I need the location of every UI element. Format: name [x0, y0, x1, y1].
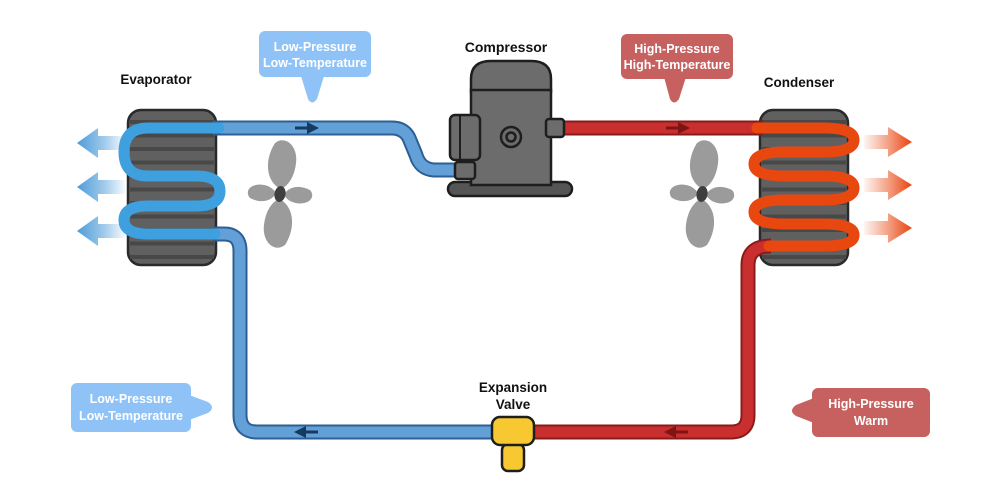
hot-air-arrow-icon — [864, 213, 912, 243]
suction-line-pipe — [213, 120, 464, 178]
hot-air-arrow-icon — [864, 127, 912, 157]
flow-arrow-liquid — [664, 426, 688, 438]
cold-air-arrow-icon — [77, 172, 125, 202]
condenser-coil — [748, 122, 860, 252]
callout-box — [71, 383, 191, 432]
cold-air-arrow-icon — [77, 128, 125, 158]
evaporator-inlet-pipe-outline — [213, 226, 496, 440]
condenser-label: Condenser — [764, 75, 835, 90]
callout-box — [259, 31, 371, 77]
callout-line2: High-Temperature — [624, 58, 731, 72]
condenser-fan-icon — [661, 135, 743, 253]
compressor-label: Compressor — [465, 39, 548, 55]
flow-arrow-discharge — [666, 122, 690, 134]
evaporator-inlet-pipe — [213, 226, 496, 440]
callout-box — [621, 34, 733, 79]
callout-line2: Warm — [854, 414, 888, 428]
cold-air-arrows — [77, 128, 125, 246]
flow-arrow-suction — [295, 122, 319, 134]
expansion-valve-body — [490, 415, 536, 447]
evaporator-coil — [118, 122, 226, 240]
callout-line2: Low-Temperature — [263, 56, 367, 70]
callout-top-right: High-Pressure High-Temperature — [621, 34, 733, 103]
evaporator-inlet-pipe-fill — [213, 228, 496, 438]
liquid-pipe — [530, 240, 772, 438]
callout-box — [812, 388, 930, 437]
compressor-terminal-box — [448, 113, 482, 162]
callout-line1: Low-Pressure — [274, 40, 357, 54]
evaporator-fan-icon — [239, 135, 321, 253]
flow-arrow-icon — [678, 122, 690, 134]
compressor-bolt-outer — [499, 125, 523, 149]
callout-line1: Low-Pressure — [90, 392, 173, 406]
cold-air-arrow-icon — [77, 216, 125, 246]
callout-pointer — [301, 76, 324, 103]
callout-pointer — [189, 395, 212, 420]
callout-pointer — [664, 77, 686, 103]
compressor-bolt-inner — [505, 131, 517, 143]
callout-line2: Low-Temperature — [79, 409, 183, 423]
compressor-dome — [469, 59, 553, 94]
compressor-unit — [446, 59, 574, 198]
flow-arrow-icon — [294, 426, 306, 438]
callout-top-left: Low-Pressure Low-Temperature — [259, 31, 371, 103]
suction-pipe — [213, 122, 464, 176]
compressor-inlet-stub — [453, 160, 477, 181]
liquid-line-pipe — [530, 238, 772, 440]
hot-air-arrows — [864, 127, 912, 243]
callout-bottom-right: High-Pressure Warm — [792, 388, 930, 437]
callout-pointer — [792, 398, 814, 423]
liquid-pipe-outline — [530, 238, 772, 440]
callout-line1: High-Pressure — [634, 42, 719, 56]
flow-arrow-evaporator-inlet — [294, 426, 318, 438]
callout-bottom-left: Low-Pressure Low-Temperature — [71, 383, 212, 432]
expansion-valve — [490, 415, 536, 473]
expansion-valve-label-line1: Expansion — [479, 380, 547, 395]
compressor-outlet-stub — [544, 117, 566, 139]
flow-arrow-icon — [307, 122, 319, 134]
flow-arrow-icon — [664, 426, 676, 438]
expansion-valve-stem — [500, 442, 526, 473]
hot-air-arrow-icon — [864, 170, 912, 200]
callout-line1: High-Pressure — [828, 397, 913, 411]
expansion-valve-label-line2: Valve — [496, 397, 531, 412]
evaporator-label: Evaporator — [120, 72, 192, 87]
